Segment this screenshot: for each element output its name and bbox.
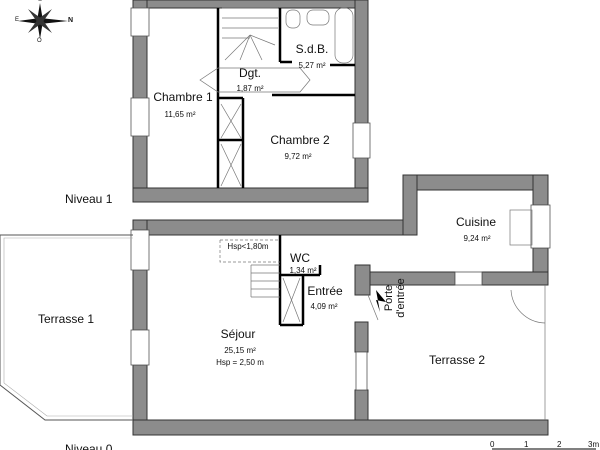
level-0-label: Niveau 0 xyxy=(65,442,113,450)
room-sdb-area: 5,27 m² xyxy=(298,61,326,70)
room-wc-name: WC xyxy=(290,251,310,265)
compass-north: S xyxy=(38,0,43,3)
partitions-level-1 xyxy=(216,8,355,188)
room-dgt-name: Dgt. xyxy=(238,66,262,80)
scale-tick-1: 1 xyxy=(524,440,529,449)
room-chambre1-area: 11,65 m² xyxy=(164,110,196,119)
room-sejour-name: Séjour xyxy=(220,327,256,341)
partitions-level-0 xyxy=(278,235,322,327)
entrance-door-label: Porte d'entrée xyxy=(383,268,407,328)
room-entree-name: Entrée xyxy=(307,284,343,298)
room-terrasse1-name: Terrasse 1 xyxy=(37,312,95,326)
windows-level-1 xyxy=(130,7,371,159)
room-chambre2-area: 9,72 m² xyxy=(284,152,312,161)
scale-tick-3: 3m xyxy=(588,440,600,449)
room-sdb-name: S.d.B. xyxy=(295,42,329,56)
compass-label-s: O xyxy=(37,38,42,44)
room-terrasse2-name: Terrasse 2 xyxy=(428,353,486,367)
entrance-arrow-icon xyxy=(376,290,386,312)
room-dgt-area: 1,87 m² xyxy=(236,84,264,93)
room-cuisine-name: Cuisine xyxy=(455,215,497,229)
walls-level-0 xyxy=(132,174,549,436)
compass-label-n: N xyxy=(68,17,74,24)
room-sejour-height: Hsp = 2,50 m xyxy=(216,358,264,367)
level-1-label: Niveau 1 xyxy=(65,192,113,206)
room-chambre1-name: Chambre 1 xyxy=(153,90,213,104)
room-entree-area: 4,09 m² xyxy=(310,302,338,311)
room-wc-area: 1,34 m² xyxy=(289,266,317,275)
compass-rose-icon xyxy=(18,3,68,39)
fixtures-level-0 xyxy=(0,209,546,421)
scale-tick-2: 2 xyxy=(557,440,562,449)
room-sejour-area: 25,15 m² xyxy=(224,346,256,355)
room-cuisine-area: 9,24 m² xyxy=(463,234,491,243)
compass-label-w: E xyxy=(15,17,20,23)
scale-tick-0: 0 xyxy=(490,440,495,449)
stair-height-note: Hsp<1,80m xyxy=(227,242,269,251)
stairs-level-1 xyxy=(199,7,354,187)
windows-level-0 xyxy=(130,204,551,391)
entrance-line2: d'entrée xyxy=(395,278,407,318)
entrance-line1: Porte xyxy=(383,284,395,312)
room-chambre2-name: Chambre 2 xyxy=(270,133,330,147)
